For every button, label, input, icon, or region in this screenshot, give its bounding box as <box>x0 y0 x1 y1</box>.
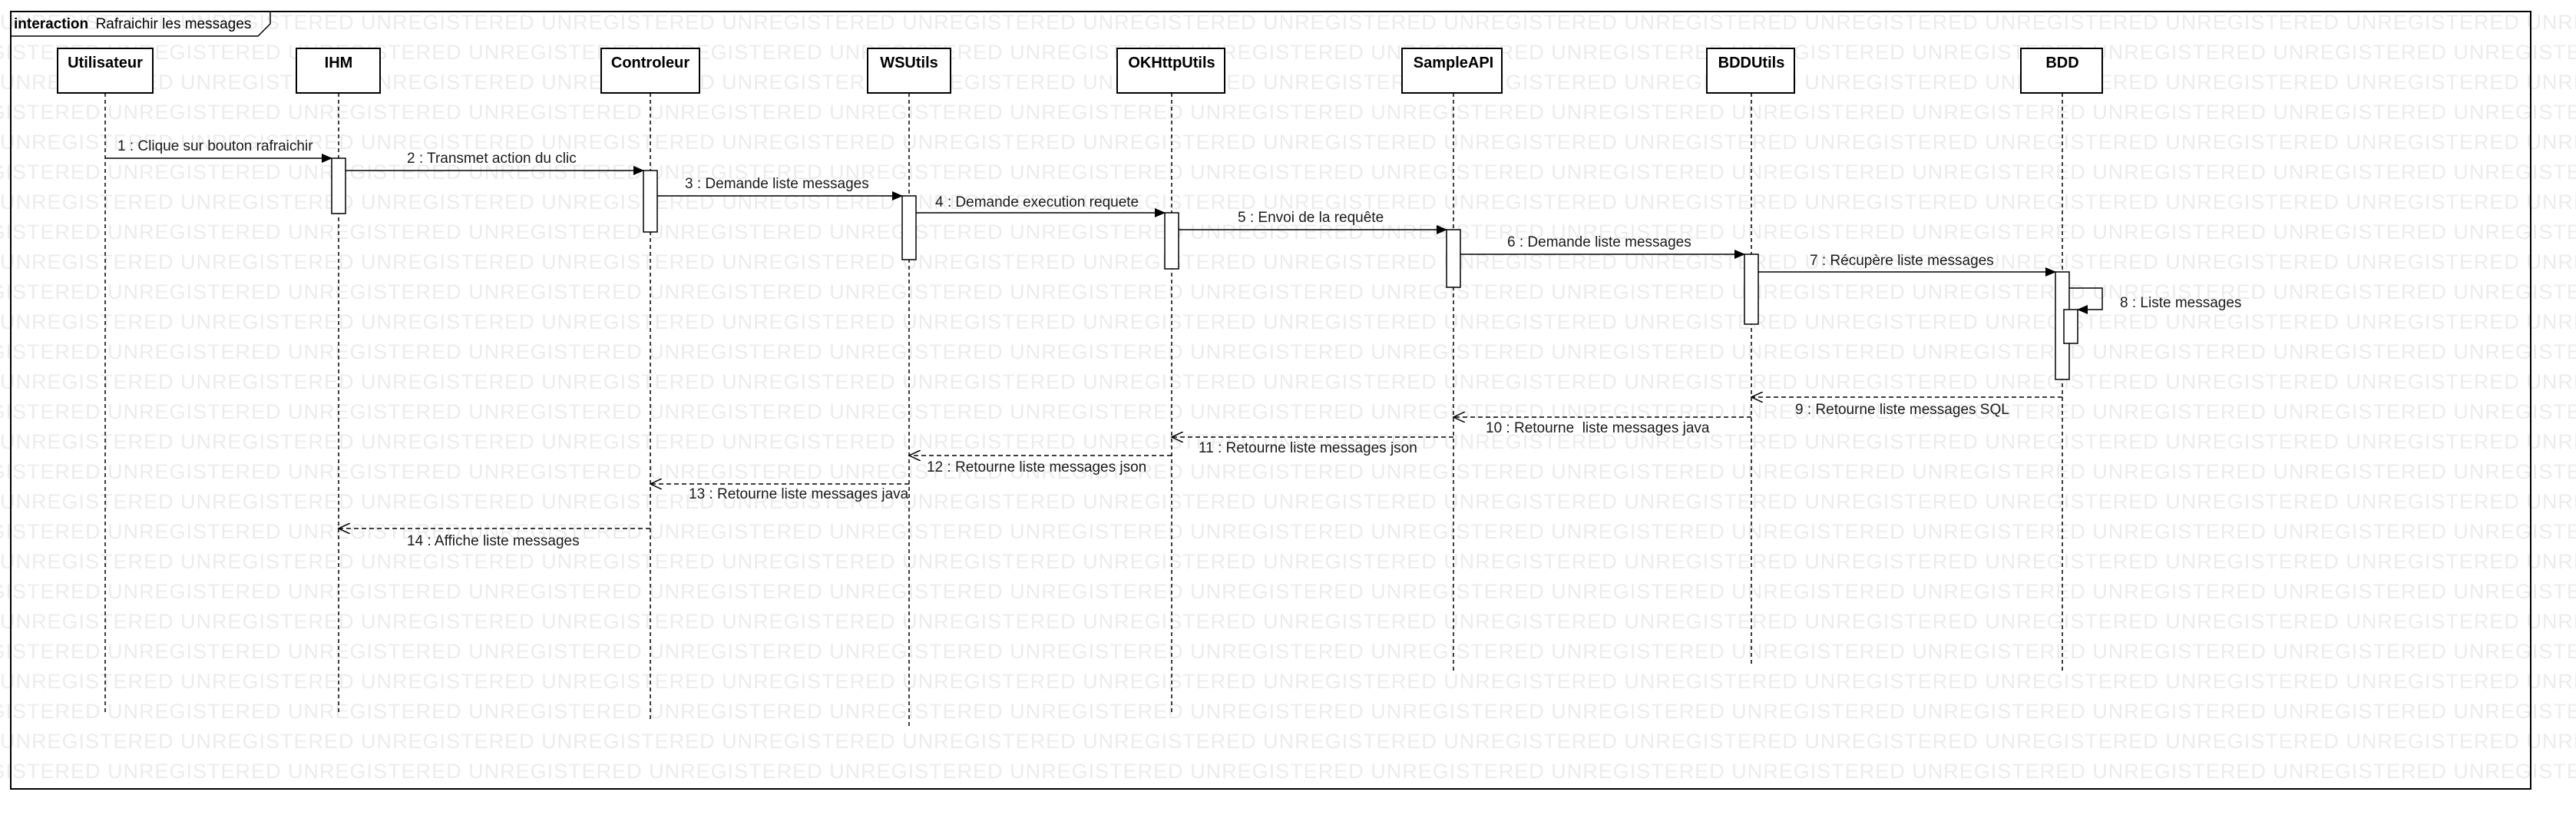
message-label: 8 : Liste messages <box>2120 295 2241 311</box>
lifeline-bdd: BDD <box>2020 48 2103 673</box>
lifeline-name: SampleAPI <box>1414 55 1493 71</box>
message-label: 10 : Retourne liste messages java <box>1486 420 1710 436</box>
lifelines-layer: Utilisateur IHM Controleur WSUtils OKHttpUti… <box>57 48 2103 728</box>
frame-tab-label: interaction Rafraichir les messages <box>14 16 251 32</box>
lifeline-head-box <box>600 48 700 94</box>
lifeline-utilisateur: Utilisateur <box>57 48 154 714</box>
message-label: 7 : Récupère liste messages <box>1810 253 1994 269</box>
lifeline-head-box <box>2020 48 2103 94</box>
message-label: 13 : Retourne liste messages java <box>689 486 909 502</box>
lifeline-sampleapi: SampleAPI <box>1401 48 1503 673</box>
lifeline-head-box <box>57 48 154 94</box>
activation-bar-ihm <box>331 157 346 214</box>
message-1: 1 : Clique sur bouton rafraichir <box>105 138 332 163</box>
message-13: 13 : Retourne liste messages java <box>650 484 909 502</box>
message-label: 3 : Demande liste messages <box>685 176 869 192</box>
lifeline-name: BDDUtils <box>1718 55 1785 71</box>
message-label: 6 : Demande liste messages <box>1507 234 1691 250</box>
activations-layer <box>331 157 2078 380</box>
lifeline-controleur: Controleur <box>600 48 700 721</box>
lifeline-head-box <box>1116 48 1225 94</box>
lifeline-name: Controleur <box>611 55 689 71</box>
message-7: 7 : Récupère liste messages <box>1758 253 2056 277</box>
message-arrow <box>2069 287 2103 314</box>
lifeline-bddutils: BDDUtils <box>1706 48 1795 667</box>
lifeline-ihm: IHM <box>296 48 381 714</box>
message-12: 12 : Retourne liste messages json <box>909 456 1172 475</box>
message-8: 8 : Liste messages <box>2069 287 2241 314</box>
interaction-frame: interaction Rafraichir les messages <box>10 11 2531 790</box>
message-9: 9 : Retourne liste messages SQL <box>1751 397 2062 418</box>
lifeline-head-box <box>1401 48 1503 94</box>
lifeline-head-box <box>1706 48 1795 94</box>
lifeline-name: Utilisateur <box>68 55 143 71</box>
activation-bar-bddutils <box>1744 253 1759 325</box>
message-11: 11 : Retourne liste messages json <box>1172 437 1453 456</box>
message-14: 14 : Affiche liste messages <box>339 529 650 549</box>
activation-bar-controleur <box>643 170 658 233</box>
lifeline-name: OKHttpUtils <box>1128 55 1215 71</box>
lifeline-head-box <box>296 48 381 94</box>
message-label: 4 : Demande execution requete <box>935 194 1139 210</box>
message-10: 10 : Retourne liste messages java <box>1453 417 1751 436</box>
message-6: 6 : Demande liste messages <box>1460 234 1745 259</box>
lifeline-head-box <box>867 48 951 94</box>
message-label: 2 : Transmet action du clic <box>407 151 577 167</box>
frame-name: Rafraichir les messages <box>96 16 252 32</box>
lifeline-name: BDD <box>2045 55 2078 71</box>
message-5: 5 : Envoi de la requête <box>1179 210 1447 234</box>
message-label: 1 : Clique sur bouton rafraichir <box>117 138 313 154</box>
lifeline-okhttputils: OKHttpUtils <box>1116 48 1225 713</box>
message-4: 4 : Demande execution requete <box>916 194 1166 217</box>
activation-bar-sampleapi <box>1446 229 1461 288</box>
message-3: 3 : Demande liste messages <box>657 176 903 200</box>
message-label: 11 : Retourne liste messages json <box>1199 440 1417 456</box>
messages-layer: 1 : Clique sur bouton rafraichir 2 : Tran… <box>105 138 2241 549</box>
lifeline-name: WSUtils <box>880 55 938 71</box>
message-label: 12 : Retourne liste messages json <box>927 459 1146 475</box>
lifeline-wsutils: WSUtils <box>867 48 951 728</box>
frame-keyword: interaction <box>14 16 88 32</box>
message-label: 14 : Affiche liste messages <box>407 533 580 549</box>
activation-bar-okhttputils <box>1164 212 1179 270</box>
activation-bar-bdd <box>2063 309 2078 344</box>
message-label: 9 : Retourne liste messages SQL <box>1795 402 2009 418</box>
message-2: 2 : Transmet action du clic <box>346 151 644 175</box>
message-label: 5 : Envoi de la requête <box>1238 210 1384 226</box>
activation-bar-wsutils <box>901 195 917 260</box>
lifeline-name: IHM <box>325 55 353 71</box>
